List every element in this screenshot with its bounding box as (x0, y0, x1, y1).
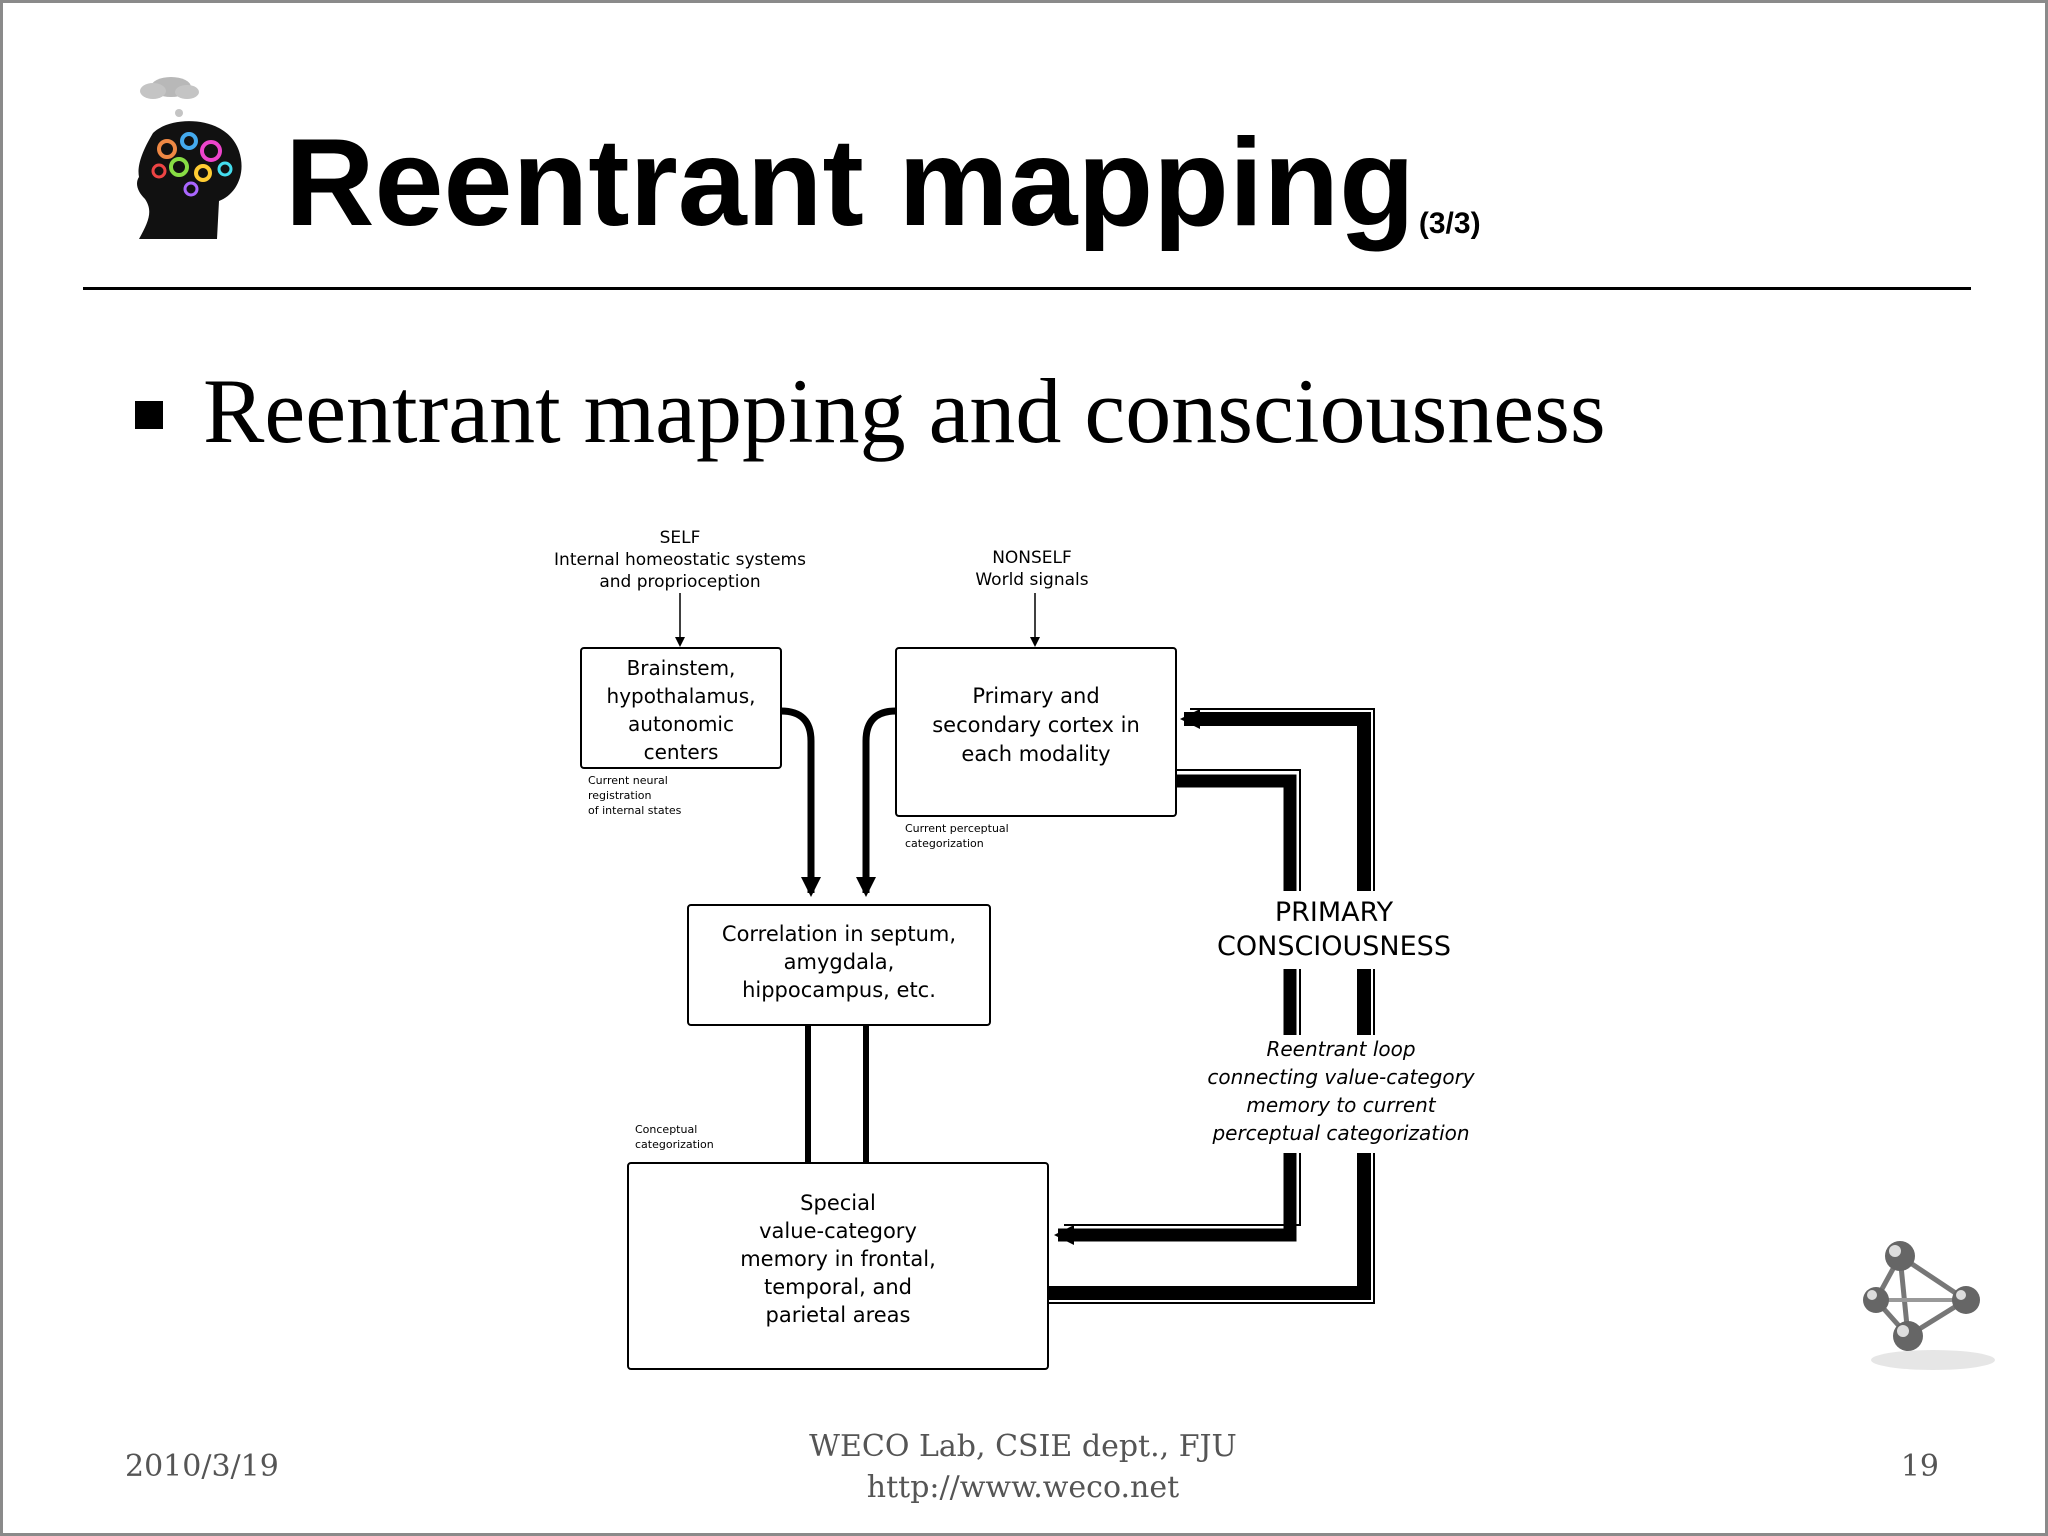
correlation-box (687, 904, 991, 1026)
loop-inner-thick-arrow (1054, 774, 1297, 1245)
conceptual-caption-2: categorization (635, 1138, 714, 1151)
brainstem-line-4: centers (644, 740, 719, 764)
title-part-indicator: (3/3) (1418, 207, 1481, 240)
brainstem-caption-2: registration (588, 789, 651, 802)
correlation-line-2: amygdala, (784, 950, 895, 974)
memory-line-1: Special (800, 1191, 876, 1215)
loop-caption: Reentrant loop connecting value-category… (1207, 1037, 1475, 1145)
memory-line-5: parietal areas (766, 1303, 911, 1327)
brainstem-caption: Current neural registration of internal … (588, 774, 682, 817)
nonself-source-label: NONSELF World signals (975, 548, 1088, 590)
correlation-line-1: Correlation in septum, (722, 922, 956, 946)
primary-label-line-2: CONSCIOUSNESS (1217, 931, 1451, 962)
self-title: SELF (660, 528, 701, 548)
loop-caption-3: memory to current (1246, 1093, 1436, 1117)
cortex-caption: Current perceptual categorization (905, 822, 1009, 850)
brainstem-line-1: Brainstem, (627, 656, 736, 680)
title-text: Reentrant mapping (285, 114, 1415, 252)
nonself-title: NONSELF (992, 548, 1072, 568)
self-source-label: SELF Internal homeostatic systems and pr… (554, 528, 806, 592)
loop-outer-thin-line (1048, 708, 1375, 1304)
cortex-line-3: each modality (961, 742, 1110, 766)
memory-line-3: memory in frontal, (740, 1247, 936, 1271)
cortex-line-1: Primary and (972, 684, 1099, 708)
brainstem-line-3: autonomic (628, 712, 734, 736)
loop-caption-2: connecting value-category (1207, 1065, 1475, 1089)
brainstem-caption-3: of internal states (588, 804, 682, 817)
memory-line-2: value-category (759, 1219, 917, 1243)
conceptual-caption-1: Conceptual (635, 1123, 697, 1136)
primary-label-line-1: PRIMARY (1275, 897, 1394, 928)
cortex-line-2: secondary cortex in (932, 713, 1140, 737)
molecule-decoration-icon (1863, 1241, 1995, 1370)
title-divider (83, 287, 1971, 290)
consciousness-diagram: SELF Internal homeostatic systems and pr… (554, 528, 1508, 1370)
correlation-line-3: hippocampus, etc. (742, 978, 936, 1002)
brain-head-logo-icon (137, 77, 242, 239)
reentrant-loop (1048, 708, 1375, 1304)
cortex-caption-1: Current perceptual (905, 822, 1009, 835)
cortex-caption-2: categorization (905, 837, 984, 850)
footer-page-number: 19 (1900, 1449, 1939, 1484)
loop-caption-backdrop (1168, 1035, 1508, 1153)
conceptual-caption: Conceptual categorization (635, 1123, 714, 1151)
bullet-text: Reentrant mapping and consciousness (203, 360, 1606, 462)
cortex-to-correlation-arrow (856, 707, 897, 897)
footer-date: 2010/3/19 (125, 1449, 279, 1484)
loop-caption-4: perceptual categorization (1211, 1121, 1469, 1145)
memory-line-4: temporal, and (764, 1275, 912, 1299)
loop-outer-thick-arrow (1048, 709, 1371, 1300)
footer-lab: WECO Lab, CSIE dept., FJU (809, 1429, 1237, 1464)
primary-consciousness-label: PRIMARY CONSCIOUSNESS (1217, 897, 1451, 962)
cortex-box (895, 647, 1177, 817)
brainstem-line-2: hypothalamus, (607, 684, 756, 708)
memory-box (627, 1162, 1049, 1370)
nonself-line-1: World signals (975, 570, 1088, 590)
loop-inner-thin-line (1064, 769, 1301, 1226)
brainstem-to-correlation-arrow (780, 707, 821, 897)
primary-label-backdrop (1188, 891, 1488, 969)
footer-lab-info: WECO Lab, CSIE dept., FJU http://www.wec… (783, 1427, 1263, 1508)
footer-url: http://www.weco.net (866, 1469, 1180, 1505)
bullet-square-icon (135, 401, 163, 429)
slide-title: Reentrant mapping(3/3) (285, 121, 1481, 245)
brainstem-caption-1: Current neural (588, 774, 668, 787)
self-line-1: Internal homeostatic systems (554, 550, 806, 570)
loop-caption-1: Reentrant loop (1266, 1037, 1415, 1061)
self-line-2: and proprioception (599, 572, 760, 592)
